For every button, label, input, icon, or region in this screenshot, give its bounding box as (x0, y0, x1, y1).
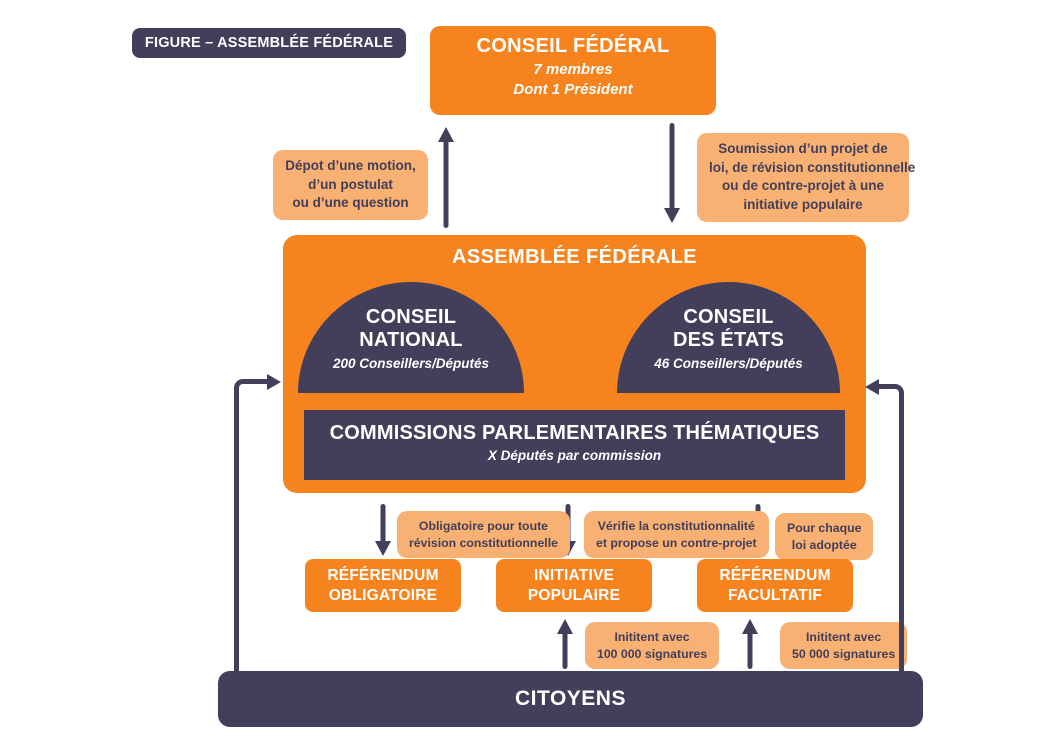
facultatif-condition-line-2: loi adoptée (791, 537, 857, 552)
initiative-signatures-label: Inititent avec 100 000 signatures (585, 622, 720, 670)
motion-line-3: ou d’une question (292, 195, 409, 211)
conseil-des-etats-line-2: DES ÉTATS (672, 329, 785, 351)
initiative-condition-line-1: Vérifie la constitutionnalité (597, 519, 755, 533)
arrow-down-soumission-icon (664, 123, 680, 223)
soumission-line-4: initiative populaire (743, 196, 863, 212)
feedback-arrow-right-icon (878, 384, 904, 671)
motion-label: Dépot d’une motion, d’un postulat ou d’u… (273, 150, 428, 220)
referendum-obligatoire-line-1: RÉFÉRENDUM (327, 567, 439, 585)
referendum-facultatif-box: RÉFÉRENDUM FACULTATIF (697, 559, 853, 612)
citoyens-title: CITOYENS (515, 687, 626, 710)
commissions-subtitle: X Députés par commission (487, 448, 662, 463)
conseil-federal-box: CONSEIL FÉDÉRAL 7 membres Dont 1 Préside… (430, 26, 716, 115)
facultatif-signatures-line-2: 50 000 signatures (792, 646, 896, 661)
arrow-up-facultatif-signatures-icon (742, 619, 758, 669)
conseil-federal-members: 7 membres (533, 61, 613, 78)
soumission-line-3: ou de contre-projet à une (721, 178, 884, 194)
obligatoire-condition-label: Obligatoire pour toute révision constitu… (397, 511, 570, 559)
facultatif-signatures-label: Inititent avec 50 000 signatures (780, 622, 908, 670)
initiative-condition-line-2: et propose un contre-projet (596, 535, 757, 550)
feedback-arrow-left-head-icon (267, 374, 281, 390)
motion-line-2: d’un postulat (308, 176, 393, 192)
facultatif-condition-line-1: Pour chaque (787, 521, 862, 535)
motion-line-1: Dépot d’une motion, (285, 158, 416, 173)
initiative-signatures-line-1: Inititent avec (614, 630, 690, 644)
figure-title-badge: FIGURE – ASSEMBLÉE FÉDÉRALE (132, 28, 406, 58)
assemblee-federale-box: ASSEMBLÉE FÉDÉRALE CONSEIL NATIONAL 200 … (283, 235, 866, 493)
facultatif-condition-label: Pour chaque loi adoptée (775, 513, 874, 561)
conseil-national-subtitle: 200 Conseillers/Députés (332, 356, 490, 371)
obligatoire-condition-line-2: révision constitutionnelle (409, 535, 558, 550)
referendum-facultatif-line-1: RÉFÉRENDUM (719, 567, 831, 585)
soumission-line-1: Soumission d’un projet de (718, 141, 888, 156)
referendum-obligatoire-line-2: OBLIGATOIRE (328, 586, 438, 604)
conseil-national-dome: CONSEIL NATIONAL 200 Conseillers/Députés (298, 282, 524, 393)
conseil-des-etats-dome: CONSEIL DES ÉTATS 46 Conseillers/Députés (617, 282, 840, 393)
initiative-condition-label: Vérifie la constitutionnalité et propose… (584, 511, 769, 559)
soumission-line-2: loi, de révision constitutionnelle (709, 159, 916, 175)
arrow-up-motion-icon (438, 127, 454, 228)
arrow-up-initiative-signatures-icon (557, 619, 573, 669)
arrow-down-referendum-obligatoire-icon (375, 504, 391, 556)
obligatoire-condition-line-1: Obligatoire pour toute (418, 519, 549, 533)
feedback-arrow-right-head-icon (865, 379, 879, 395)
commissions-box: COMMISSIONS PARLEMENTAIRES THÉMATIQUES X… (304, 410, 845, 480)
feedback-arrow-left-icon (234, 379, 270, 671)
initiative-populaire-line-2: POPULAIRE (527, 586, 621, 604)
conseil-national-line-1: CONSEIL (365, 306, 457, 328)
conseil-national-line-2: NATIONAL (359, 329, 463, 351)
referendum-facultatif-line-2: FACULTATIF (727, 586, 823, 604)
assemblee-federale-title: ASSEMBLÉE FÉDÉRALE (451, 246, 697, 268)
conseil-des-etats-line-1: CONSEIL (683, 306, 774, 328)
initiative-populaire-line-1: INITIATIVE (533, 567, 615, 585)
conseil-federal-title: CONSEIL FÉDÉRAL (476, 35, 670, 57)
conseil-des-etats-subtitle: 46 Conseillers/Députés (654, 356, 803, 371)
commissions-title: COMMISSIONS PARLEMENTAIRES THÉMATIQUES (329, 422, 820, 444)
conseil-federal-president: Dont 1 Président (513, 81, 633, 99)
facultatif-signatures-line-1: Inititent avec (806, 630, 882, 644)
referendum-obligatoire-box: RÉFÉRENDUM OBLIGATOIRE (305, 559, 461, 612)
initiative-signatures-line-2: 100 000 signatures (597, 646, 708, 661)
citoyens-box: CITOYENS (218, 671, 923, 727)
figure-title: FIGURE – ASSEMBLÉE FÉDÉRALE (144, 35, 394, 51)
initiative-populaire-box: INITIATIVE POPULAIRE (496, 559, 652, 612)
soumission-label: Soumission d’un projet de loi, de révisi… (697, 133, 916, 222)
